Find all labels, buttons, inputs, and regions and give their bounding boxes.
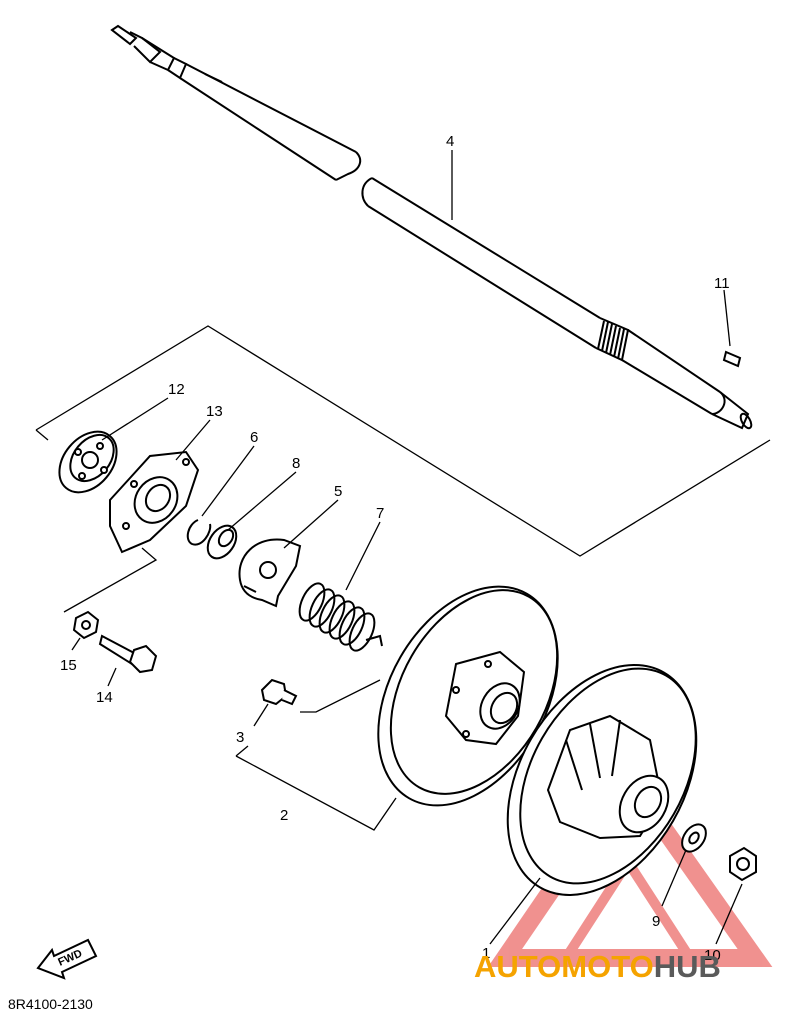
- callout-9: 9: [652, 913, 660, 930]
- guide-pin-part: [260, 678, 298, 706]
- watermark-part1: AUTOMOTO: [474, 949, 654, 984]
- callout-1: 1: [482, 945, 490, 962]
- sliding-sheave-part: [377, 585, 559, 807]
- collar-part: [206, 524, 238, 560]
- callout-14: 14: [96, 689, 113, 706]
- bolt-part: [98, 634, 158, 674]
- nut-part: [72, 610, 100, 640]
- callout-12: 12: [168, 381, 185, 398]
- leader-lines: [71, 150, 743, 945]
- key-part: [722, 350, 742, 368]
- callout-13: 13: [206, 403, 223, 420]
- bearing-part: [58, 430, 118, 494]
- callout-7: 7: [376, 505, 384, 522]
- watermark-part2: HUB: [653, 949, 721, 984]
- secondary-sheave-part: [506, 664, 698, 896]
- assembly-frame: [35, 325, 771, 613]
- bearing-plate-part: [109, 450, 200, 554]
- callout-15: 15: [60, 657, 77, 674]
- part-code: 8R4100-2130: [8, 996, 93, 1012]
- callout-11: 11: [714, 275, 730, 292]
- callout-5: 5: [334, 483, 342, 500]
- callout-6: 6: [250, 429, 258, 446]
- callout-3: 3: [236, 729, 244, 746]
- spring-part: [298, 582, 383, 652]
- callout-2: 2: [280, 807, 288, 824]
- fwd-arrow-icon: FWD: [36, 938, 98, 980]
- callout-labels: 4 11 12 13 6 8 5 7 15 14 3 2 9 1 10: [60, 133, 730, 964]
- circlip-part: [186, 519, 212, 546]
- washer-part: [681, 823, 707, 853]
- watermark-logo: AUTOMOTOHUB: [474, 949, 721, 985]
- callout-8: 8: [292, 455, 300, 472]
- shaft-nut-part: [729, 846, 757, 882]
- secondary-shaft: [110, 24, 753, 430]
- callout-4: 4: [446, 133, 454, 150]
- callout-10: 10: [704, 947, 721, 964]
- spring-seat-part: [238, 538, 302, 608]
